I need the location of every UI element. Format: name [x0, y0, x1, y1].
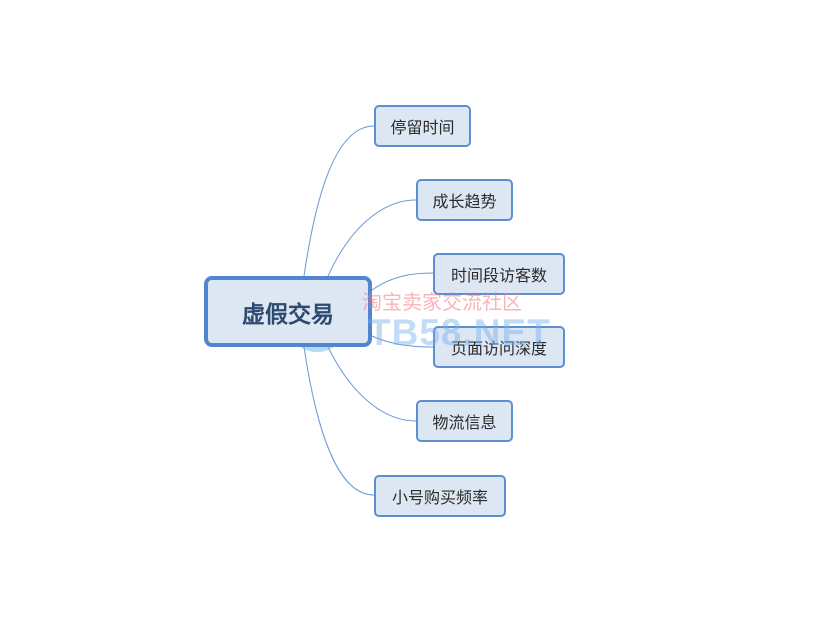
branch-node-label: 成长趋势 [432, 192, 497, 211]
branch-node-label: 页面访问深度 [450, 339, 547, 358]
branch-node-alt-account-purchase-rate[interactable]: 小号购买频率 [374, 475, 506, 517]
branch-node-label: 小号购买频率 [391, 488, 488, 507]
branch-node-label: 停留时间 [390, 118, 455, 137]
connector-to-branch-2 [327, 199, 417, 277]
branch-node-growth-trend[interactable]: 成长趋势 [416, 179, 513, 221]
connector-to-branch-4 [371, 335, 434, 348]
connector-to-branch-5 [327, 346, 417, 422]
branch-node-page-visit-depth[interactable]: 页面访问深度 [433, 326, 565, 368]
branch-node-logistics-info[interactable]: 物流信息 [416, 400, 513, 442]
root-node[interactable]: 虚假交易 [204, 276, 372, 347]
branch-node-label: 时间段访客数 [450, 266, 547, 285]
connector-to-branch-3 [371, 272, 434, 291]
branch-node-label: 物流信息 [432, 413, 497, 432]
branch-node-visitors-by-period[interactable]: 时间段访客数 [433, 253, 565, 295]
root-node-label: 虚假交易 [242, 301, 334, 328]
connector-to-branch-6 [303, 346, 375, 496]
branch-node-dwell-time[interactable]: 停留时间 [374, 105, 471, 147]
connector-to-branch-1 [303, 125, 375, 277]
